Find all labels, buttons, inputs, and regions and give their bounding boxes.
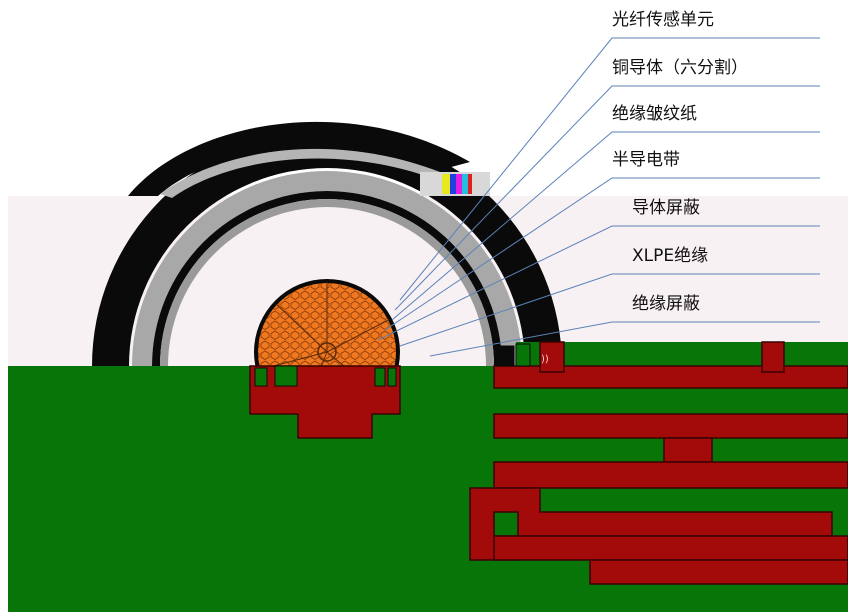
leader-lines bbox=[377, 37, 820, 357]
fiber-sensor-strip bbox=[420, 172, 490, 196]
label-conductor-screen: 导体屏蔽 bbox=[632, 198, 700, 218]
label-insulation-screen: 绝缘屏蔽 bbox=[632, 294, 700, 314]
label-semiconductive-tape: 半导电带 bbox=[612, 150, 680, 170]
label-xlpe-insulation: XLPE绝缘 bbox=[632, 246, 709, 266]
small-glyph: )) bbox=[541, 354, 549, 365]
pcb-components bbox=[254, 343, 531, 387]
crescent-gray bbox=[160, 148, 440, 198]
pcb-traces bbox=[249, 341, 848, 585]
label-copper-conductor: 铜导体（六分割） bbox=[612, 58, 748, 78]
label-fiber-sensor-unit: 光纤传感单元 bbox=[612, 10, 714, 30]
outer-crescent bbox=[128, 121, 470, 196]
gray-layer bbox=[132, 171, 522, 366]
label-insulation-paper: 绝缘皱纹纸 bbox=[612, 104, 697, 124]
